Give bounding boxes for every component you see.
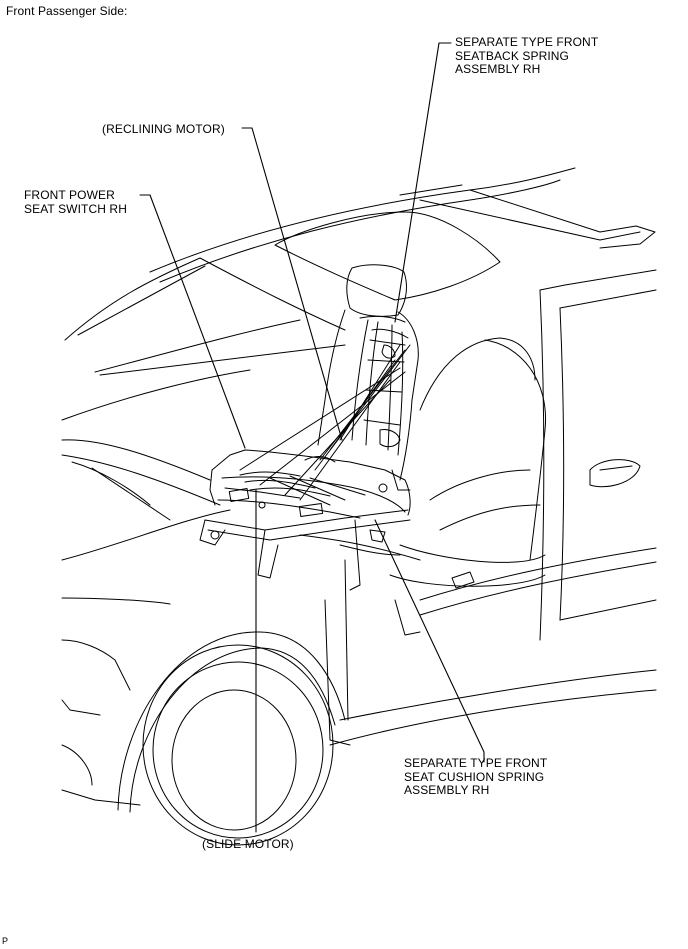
label-power-seat-switch: FRONT POWER SEAT SWITCH RH bbox=[24, 188, 127, 216]
label-slide-motor: (SLIDE MOTOR) bbox=[202, 837, 294, 851]
leader-power-switch bbox=[139, 194, 246, 449]
figure-code: P bbox=[2, 936, 9, 946]
label-seatback-spring: SEPARATE TYPE FRONT SEATBACK SPRING ASSE… bbox=[455, 35, 599, 76]
page-title: Front Passenger Side: bbox=[6, 4, 128, 18]
label-reclining-motor: (RECLINING MOTOR) bbox=[102, 122, 225, 136]
leader-reclining-motor bbox=[241, 127, 343, 441]
leader-seatback-spring bbox=[394, 42, 452, 323]
leader-cushion-spring bbox=[374, 519, 485, 763]
callout-leaders bbox=[139, 42, 485, 833]
vehicle-body bbox=[61, 167, 657, 846]
label-cushion-spring: SEPARATE TYPE FRONT SEAT CUSHION SPRING … bbox=[404, 756, 548, 797]
